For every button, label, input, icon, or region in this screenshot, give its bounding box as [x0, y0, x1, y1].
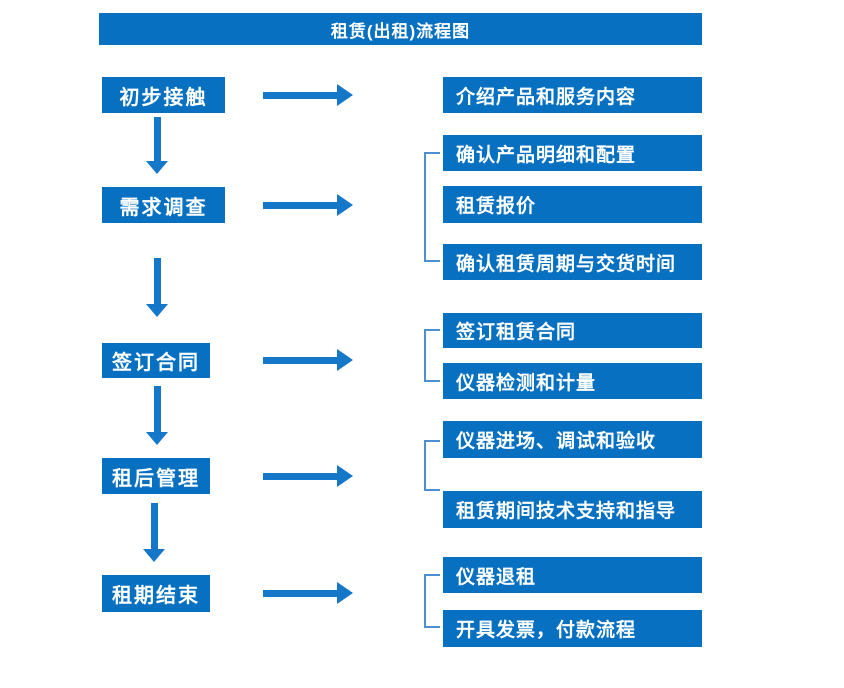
right-arrow-shaft	[263, 589, 337, 597]
down-arrow-icon	[146, 117, 168, 174]
step-box-rental-end: 租期结束	[102, 575, 210, 612]
right-arrow-icon	[263, 465, 353, 487]
right-arrow-head	[337, 582, 353, 604]
right-arrow-shaft	[263, 91, 337, 99]
step-box-sign-contract: 签订合同	[102, 343, 210, 378]
right-arrow-icon	[263, 194, 353, 216]
down-arrow-icon	[146, 258, 168, 317]
detail-box-introduce-products-services: 介绍产品和服务内容	[443, 77, 702, 113]
detail-box-instrument-return: 仪器退租	[443, 557, 702, 593]
detail-box-instrument-testing-metering: 仪器检测和计量	[443, 363, 702, 399]
right-arrow-icon	[263, 582, 353, 604]
flowchart-title-bar: 租赁(出租)流程图	[99, 13, 702, 45]
detail-box-technical-support-guidance: 租赁期间技术支持和指导	[443, 491, 702, 528]
right-arrow-icon	[263, 349, 353, 371]
group-bracket	[424, 152, 440, 262]
flowchart-title: 租赁(出租)流程图	[330, 21, 471, 41]
group-bracket	[424, 329, 440, 382]
detail-box-confirm-rental-period-delivery: 确认租赁周期与交货时间	[443, 244, 702, 280]
down-arrow-head	[146, 432, 168, 445]
group-bracket	[424, 574, 440, 628]
right-arrow-head	[337, 349, 353, 371]
detail-box-instrument-entry-commissioning: 仪器进场、调试和验收	[443, 421, 702, 458]
detail-box-confirm-product-details: 确认产品明细和配置	[443, 135, 702, 171]
right-arrow-shaft	[263, 472, 337, 480]
down-arrow-head	[146, 161, 168, 174]
down-arrow-head	[143, 549, 165, 562]
right-arrow-head	[337, 194, 353, 216]
step-box-initial-contact: 初步接触	[102, 77, 225, 113]
down-arrow-shaft	[153, 386, 161, 432]
detail-box-invoice-payment-process: 开具发票，付款流程	[443, 610, 702, 647]
group-bracket	[424, 440, 440, 491]
down-arrow-icon	[146, 386, 168, 445]
down-arrow-icon	[143, 503, 165, 562]
down-arrow-head	[146, 304, 168, 317]
right-arrow-head	[337, 84, 353, 106]
down-arrow-shaft	[153, 117, 161, 161]
down-arrow-shaft	[153, 258, 161, 304]
down-arrow-shaft	[150, 503, 158, 549]
right-arrow-shaft	[263, 201, 337, 209]
step-box-demand-survey: 需求调查	[102, 187, 225, 223]
right-arrow-shaft	[263, 356, 337, 364]
step-box-post-rental-management: 租后管理	[102, 458, 210, 494]
detail-box-sign-rental-contract: 签订租赁合同	[443, 313, 702, 348]
right-arrow-head	[337, 465, 353, 487]
detail-box-rental-quotation: 租赁报价	[443, 186, 702, 223]
right-arrow-icon	[263, 84, 353, 106]
